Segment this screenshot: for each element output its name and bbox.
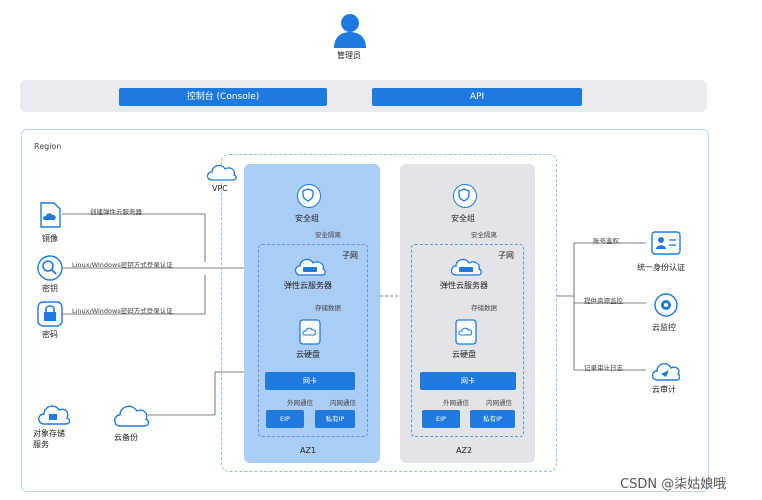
az2-disk-icon — [455, 319, 477, 349]
az2-subnet-label: 子网 — [498, 251, 514, 260]
az2-disk-label: 云硬盘 — [452, 350, 476, 359]
az2-eip[interactable]: EIP — [422, 410, 460, 428]
key-label: 密钥 — [42, 284, 58, 293]
admin-label: 管理员 — [337, 51, 361, 60]
vpc-box — [221, 154, 557, 472]
az1-subnet-box — [258, 244, 368, 437]
api-button[interactable]: API — [372, 88, 582, 106]
monitor-label: 提供资源监控 — [584, 297, 623, 305]
az1-ecs-label: 弹性云服务器 — [284, 281, 332, 290]
console-button[interactable]: 控制台 (Console) — [119, 88, 327, 106]
eye-icon — [652, 293, 680, 321]
vpc-label: VPC — [212, 184, 228, 193]
obs-label: 对象存储 服务 — [33, 429, 65, 449]
audit-icon — [650, 358, 681, 386]
az1-disk-label: 云硬盘 — [296, 350, 320, 359]
az2-name: AZ2 — [456, 446, 473, 455]
az2-server-icon — [450, 255, 482, 281]
key-login-label: Linux/Windows密钥方式登录认证 — [72, 261, 173, 269]
az2-subnet-box — [411, 244, 524, 437]
shield-icon — [297, 184, 321, 208]
image-icon — [38, 202, 62, 232]
key-icon — [37, 255, 63, 285]
az1-server-icon — [294, 255, 326, 281]
watermark: CSDN @柒姑娘哦 — [620, 477, 727, 492]
obs-icon — [36, 400, 71, 430]
az1-eip[interactable]: EIP — [266, 410, 304, 428]
az2-isolation-label: 安全隔离 — [471, 231, 497, 239]
az1-isolation-label: 安全隔离 — [315, 231, 341, 239]
image-label: 镜像 — [42, 234, 58, 243]
az1-private-ip[interactable]: 私有IP — [315, 410, 355, 428]
admin-node — [330, 12, 370, 62]
password-icon — [37, 301, 63, 331]
shield-icon — [453, 184, 477, 208]
password-label: 密码 — [42, 330, 58, 339]
audit-label: 记录审计日志 — [584, 364, 623, 372]
az1-subnet-label: 子网 — [342, 251, 358, 260]
az1-internal-comm-label: 内网通信 — [330, 399, 356, 407]
az1-nic[interactable]: 网卡 — [265, 372, 355, 390]
vpc-cloud-icon — [204, 160, 238, 186]
iam-label: 统一身份认证 — [637, 263, 685, 272]
user-icon — [334, 14, 366, 48]
az2-external-comm-label: 外网通信 — [443, 399, 469, 407]
az2-ecs-label: 弹性云服务器 — [440, 281, 488, 290]
password-login-label: Linux/Windows密码方式登录认证 — [72, 307, 173, 315]
backup-icon — [112, 400, 150, 432]
az1-name: AZ1 — [300, 446, 317, 455]
region-box — [21, 129, 709, 492]
account-auth-label: 账号鉴权 — [593, 237, 619, 245]
az2-internal-comm-label: 内网通信 — [486, 399, 512, 407]
region-label: Region — [34, 142, 62, 151]
az2-nic[interactable]: 网卡 — [420, 372, 516, 390]
cts-label: 云审计 — [652, 385, 676, 394]
backup-label: 云备份 — [114, 433, 138, 442]
az2-security-group-label: 安全组 — [451, 214, 475, 223]
az1-disk-icon — [299, 319, 321, 349]
az1-external-comm-label: 外网通信 — [287, 399, 313, 407]
az1-storage-label: 存储数据 — [315, 304, 341, 312]
create-ecs-label: 创建弹性云服务器 — [90, 208, 142, 216]
az2-storage-label: 存储数据 — [471, 304, 497, 312]
ces-label: 云监控 — [652, 323, 676, 332]
id-card-icon — [651, 231, 681, 259]
az1-security-group-label: 安全组 — [295, 214, 319, 223]
az2-private-ip[interactable]: 私有IP — [470, 410, 515, 428]
